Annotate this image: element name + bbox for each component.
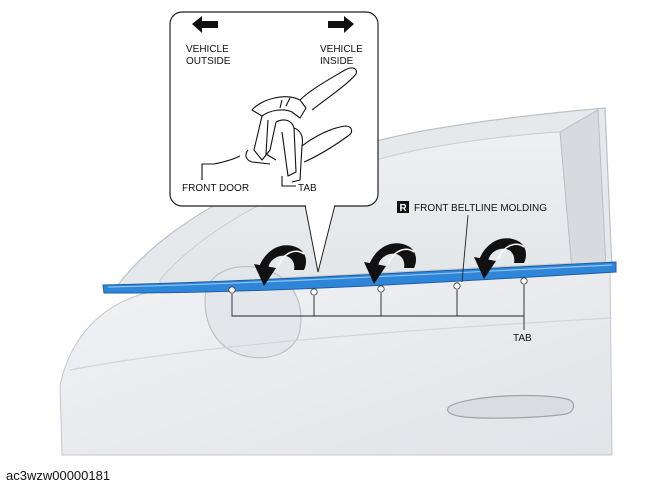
front-door-label: FRONT DOOR	[182, 183, 249, 194]
callout-pointer	[304, 204, 336, 273]
callout-bubble	[169, 11, 379, 207]
tab-marker	[520, 277, 528, 285]
clip-cross-section	[201, 67, 357, 187]
molding-leader-line	[461, 214, 469, 283]
tab-marker	[453, 282, 461, 290]
rh-badge-letter: R	[400, 203, 408, 214]
tab-marker	[377, 285, 385, 293]
door-handle	[447, 394, 575, 419]
tab-leader-lines	[231, 285, 525, 330]
tab-label-callout: TAB	[298, 183, 317, 194]
arrow-left-icon	[192, 16, 218, 33]
vehicle-inside-label-line1: VEHICLE	[320, 44, 363, 55]
tab-marker	[310, 288, 318, 296]
callout-pointer-cover	[306, 203, 334, 207]
removal-arrow	[254, 245, 306, 286]
arrow-right-icon	[328, 16, 354, 33]
removal-arrow	[474, 238, 526, 279]
door-character-line	[69, 317, 613, 371]
molding-tabs	[228, 277, 528, 296]
rh-badge	[397, 201, 409, 213]
vehicle-outside-label-line2: OUTSIDE	[186, 56, 231, 67]
vehicle-outside-label-line1: VEHICLE	[186, 44, 229, 55]
tab-marker	[228, 286, 236, 294]
removal-arrow	[364, 243, 416, 284]
image-code: ac3wzw00000181	[6, 468, 110, 483]
vehicle-inside-label-line2: INSIDE	[320, 56, 354, 67]
front-door-panel	[59, 264, 613, 456]
tab-label-main: TAB	[513, 333, 532, 344]
molding-label: FRONT BELTLINE MOLDING	[414, 203, 547, 214]
molding-highlight	[107, 264, 613, 288]
